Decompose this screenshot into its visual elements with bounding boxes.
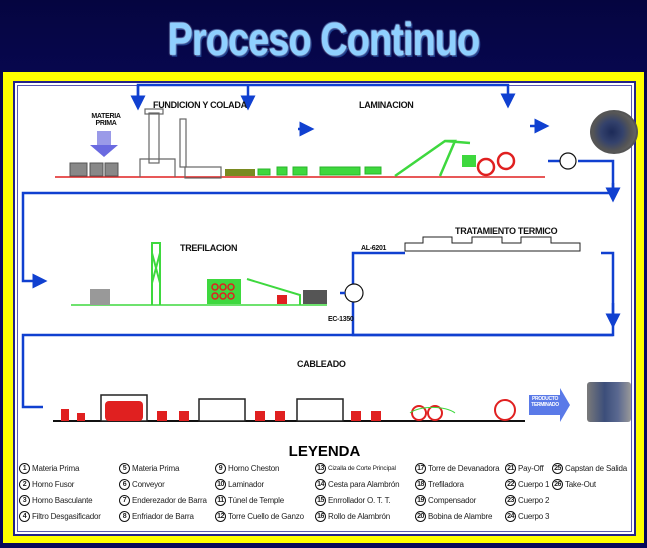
legend-label: Filtro Desgasificador (32, 512, 101, 521)
legend-number-badge: 8 (119, 511, 130, 522)
diagram-frame: FUNDICION Y COLADA LAMINACION MATERIA PR… (3, 72, 644, 543)
legend-title: LEYENDA (288, 443, 361, 460)
legend-number-badge: 4 (19, 511, 30, 522)
legend-label: Pay-Off (518, 464, 544, 473)
process-diagram: FUNDICION Y COLADA LAMINACION MATERIA PR… (13, 81, 638, 536)
legend-number-badge: 22 (505, 479, 516, 490)
legend-number-badge: 18 (415, 479, 426, 490)
legend-number-badge: 23 (505, 495, 516, 506)
legend-label: Conveyor (132, 480, 165, 489)
legend-number-badge: 13 (315, 463, 326, 474)
legend-label: Take-Out (565, 480, 596, 489)
process-flow-drawing (21, 83, 621, 422)
producto-terminado-arrow-icon (529, 388, 570, 422)
legend-number-badge: 20 (415, 511, 426, 522)
legend-number-badge: 17 (415, 463, 426, 474)
wire-rod-coil-image (590, 110, 638, 154)
legend-label: Laminador (228, 480, 265, 489)
legend-label: Horno Fusor (32, 480, 75, 489)
legend-number-badge: 25 (552, 463, 563, 474)
legend-label: Trefiladora (428, 480, 464, 489)
legend-label: Cuerpo 3 (518, 512, 550, 521)
legend-number-badge: 11 (215, 495, 226, 506)
legend-number-badge: 10 (215, 479, 226, 490)
legend-label: Enderezador de Barra (132, 496, 207, 505)
legend-label: Túnel de Temple (228, 496, 285, 505)
legend-number-badge: 6 (119, 479, 130, 490)
legend-label: Torre de Devanadora (428, 464, 500, 473)
legend-number-badge: 26 (552, 479, 563, 490)
legend-number-badge: 2 (19, 479, 30, 490)
legend-number-badge: 24 (505, 511, 516, 522)
section-fundicion: FUNDICION Y COLADA (153, 100, 247, 110)
legend-label: Cizalla de Corte Principal (328, 465, 396, 472)
legend-label: Torre Cuello de Ganzo (228, 512, 304, 521)
legend-label: Cuerpo 2 (518, 496, 550, 505)
section-tratamiento-termico: TRATAMIENTO TERMICO (455, 226, 558, 236)
legend-number-badge: 5 (119, 463, 130, 474)
label-materia-prima: MATERIA PRIMA (91, 113, 121, 127)
section-laminacion: LAMINACION (359, 100, 414, 110)
legend-number-badge: 7 (119, 495, 130, 506)
legend-label: Enrrollador O. T. T. (328, 496, 391, 505)
label-producto-terminado: PRODUCTO TERMINADO (531, 396, 559, 408)
flow-arrows (21, 83, 621, 409)
legend-number-badge: 9 (215, 463, 226, 474)
legend-label: Materia Prima (132, 464, 180, 473)
section-cableado: CABLEADO (297, 359, 346, 369)
legend-label: Bobina de Alambre (428, 512, 493, 521)
legend-number-badge: 15 (315, 495, 326, 506)
legend-label: Compensador (428, 496, 477, 505)
legend-label: Cesta para Alambrón (328, 480, 400, 489)
page-title: Proceso Continuo (167, 13, 481, 65)
legend-label: Capstan de Salida (565, 464, 627, 473)
legend-label: Rollo de Alambrón (328, 512, 390, 521)
materia-prima-arrow-icon (97, 131, 111, 147)
legend-number-badge: 14 (315, 479, 326, 490)
finished-cable-reel-image (587, 382, 631, 422)
section-trefilacion: TREFILACION (180, 243, 238, 253)
legend-label: Materia Prima (32, 464, 80, 473)
legend-label: Horno Cheston (228, 464, 280, 473)
legend-number-badge: 12 (215, 511, 226, 522)
legend-label: Cuerpo 1 (518, 480, 550, 489)
legend-number-badge: 16 (315, 511, 326, 522)
legend-label: Enfriador de Barra (132, 512, 194, 521)
label-al-6201: AL-6201 (361, 245, 387, 252)
legend-number-badge: 19 (415, 495, 426, 506)
legend-number-badge: 3 (19, 495, 30, 506)
legend-number-badge: 1 (19, 463, 30, 474)
label-ec-1350: EC-1350 (328, 316, 354, 323)
legend-label: Horno Basculante (32, 496, 93, 505)
legend-number-badge: 21 (505, 463, 516, 474)
